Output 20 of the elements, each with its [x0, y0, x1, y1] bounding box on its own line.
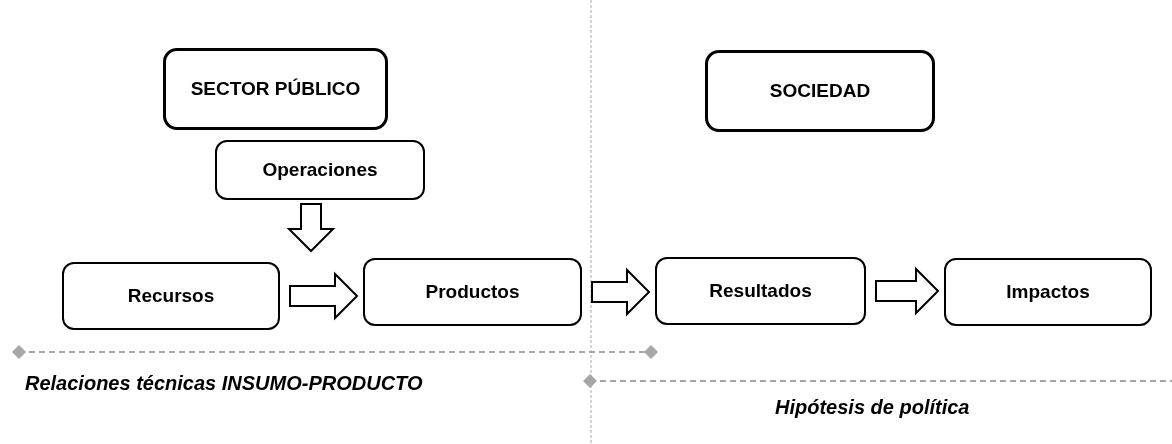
- box-label: SECTOR PÚBLICO: [190, 78, 361, 100]
- block-arrow: [875, 266, 940, 316]
- box-label: SOCIEDAD: [769, 80, 871, 102]
- block-arrow: [591, 267, 651, 317]
- section-caption: Hipótesis de política: [775, 396, 970, 419]
- box-label: Recursos: [127, 285, 215, 307]
- process-box: [705, 50, 935, 132]
- process-box: [215, 140, 425, 200]
- box-label: Operaciones: [262, 159, 378, 181]
- box-label: Productos: [425, 281, 520, 303]
- box-label: Impactos: [1006, 281, 1090, 303]
- process-box: [944, 258, 1152, 326]
- process-box: [163, 48, 388, 130]
- block-arrow: [286, 203, 336, 253]
- box-label: Resultados: [709, 280, 812, 302]
- process-box: [655, 257, 866, 325]
- process-box: [363, 258, 582, 326]
- process-box: [62, 262, 280, 330]
- block-arrow: [289, 271, 359, 321]
- section-caption: Relaciones técnicas INSUMO-PRODUCTO: [25, 372, 423, 395]
